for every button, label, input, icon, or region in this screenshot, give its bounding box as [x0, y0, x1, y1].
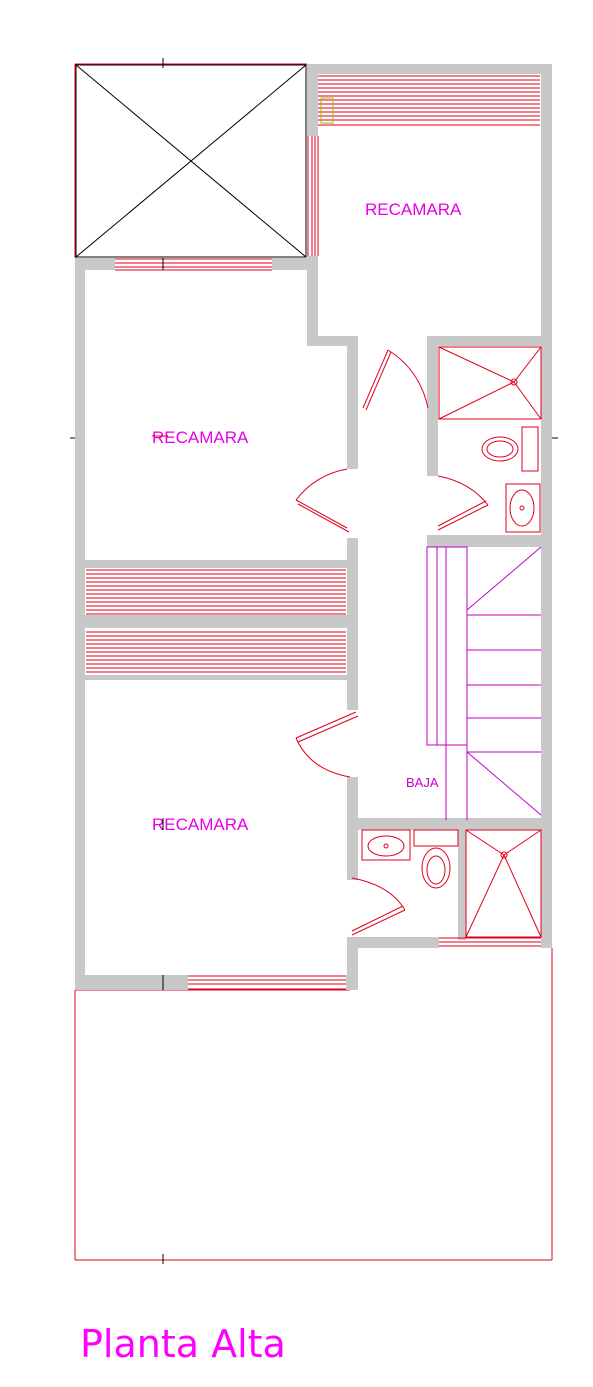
- bath-top-fixtures: [438, 346, 542, 533]
- room-label-bedroom-bottom-left: RECAMARA: [152, 815, 249, 834]
- room-label-bedroom-top-right: RECAMARA: [365, 200, 462, 219]
- plan-title: Planta Alta: [80, 1322, 286, 1366]
- stairs-label: BAJA: [406, 775, 439, 790]
- stairs: [426, 546, 542, 820]
- room-label-bedroom-mid-left: RECAMARA: [152, 428, 249, 447]
- closet-top-right: [318, 75, 540, 126]
- closet-middle-upper: [86, 569, 346, 615]
- walls: [75, 64, 552, 990]
- bath-bottom-fixtures: [361, 829, 542, 938]
- doors: [295, 349, 489, 936]
- lot-outline: [70, 58, 558, 1264]
- void-opening: [75, 64, 307, 258]
- windows: [115, 136, 541, 990]
- closet-middle-lower: [86, 631, 346, 673]
